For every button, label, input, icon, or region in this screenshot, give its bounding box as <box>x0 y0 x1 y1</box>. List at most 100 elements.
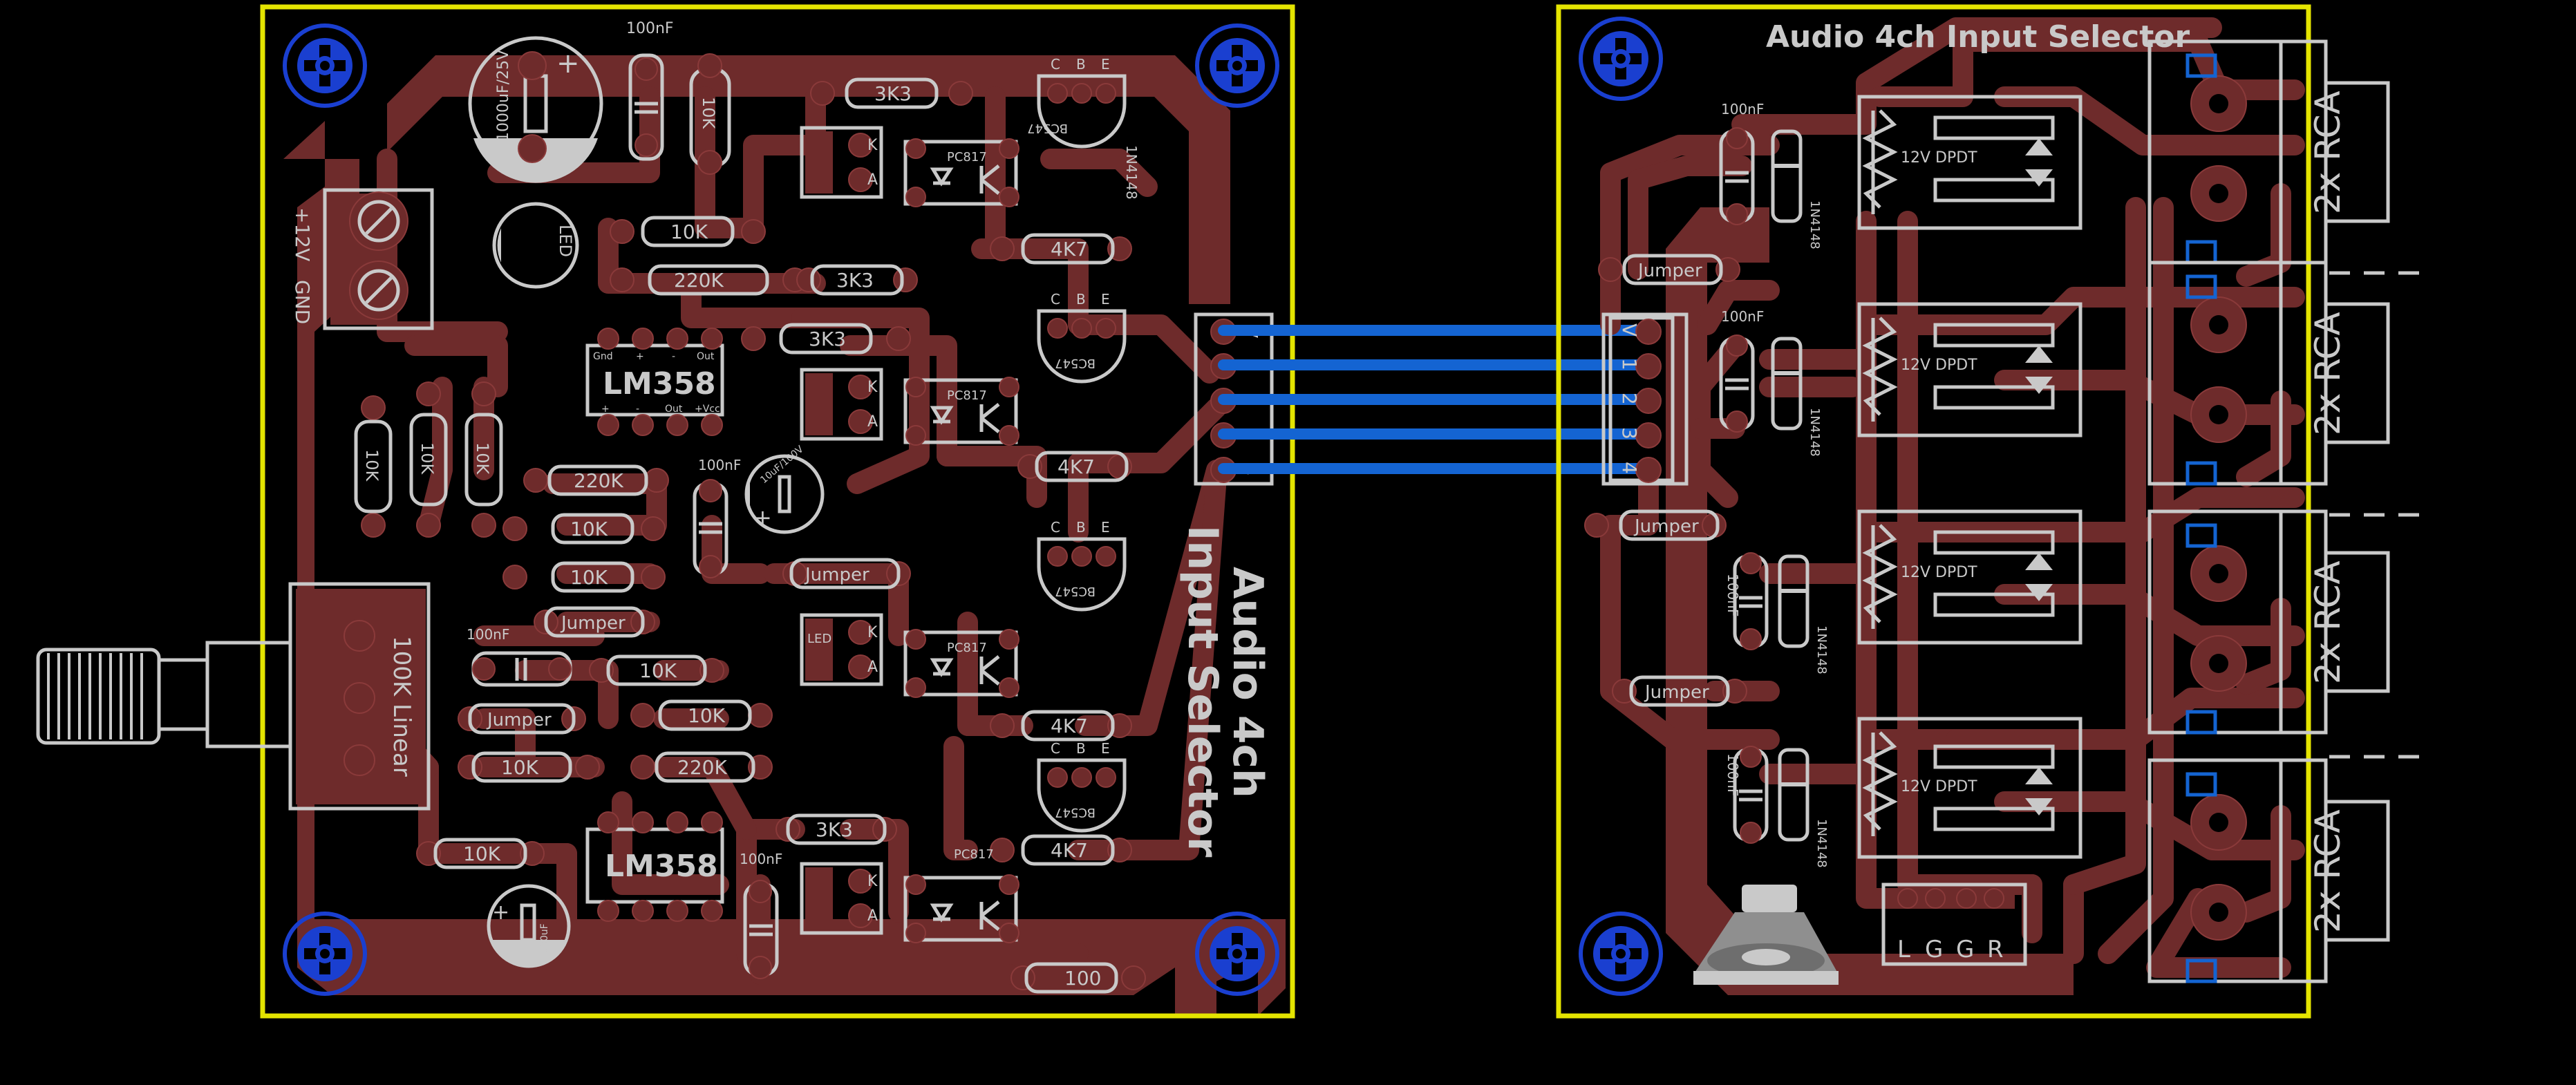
transistor-pin-label: E <box>1101 519 1110 536</box>
capacitor-horizontal: 100nF <box>467 626 572 687</box>
rca-jack: 2x RCA <box>2147 39 2390 265</box>
mount-hole-icon <box>1195 912 1279 996</box>
mount-hole-icon <box>283 912 367 996</box>
opto-pin-label: A <box>867 171 878 189</box>
left-ground-pour-2 <box>387 55 1230 304</box>
transistor-pin-label: B <box>1076 291 1086 308</box>
ic-pin-label: Out <box>697 351 715 362</box>
resistor-label: 10K <box>473 442 492 475</box>
led: LED <box>492 202 579 289</box>
jumper: Jumper <box>1584 509 1727 541</box>
resistor: 3K3 <box>796 264 918 296</box>
rca-label: 2x RCA <box>2308 809 2348 933</box>
mount-hole-icon <box>283 23 367 108</box>
resistor-label: 3K3 <box>836 269 874 292</box>
optocoupler-group: K A PC817 K A PC817 <box>800 126 1019 943</box>
resistor-label: 4K7 <box>1051 238 1088 261</box>
transistor-pin-label: C <box>1051 519 1060 536</box>
transistor-pin-label: C <box>1051 291 1060 308</box>
right-mount-holes <box>1579 17 1663 996</box>
capacitor-top: 100nF <box>626 20 674 161</box>
relay-label: 12V DPDT <box>1901 149 1977 167</box>
diode-label: 1N4148 <box>1814 819 1829 868</box>
cap-label: 100nF <box>467 626 509 643</box>
rca-label: 2x RCA <box>2308 560 2348 684</box>
cap-label: 100nF <box>1724 574 1741 616</box>
relay-block: 100nF 1N4148 12V DPDT <box>1719 302 2083 457</box>
opto-label: PC817 <box>947 641 987 655</box>
transistor: C B E BC547 <box>1037 291 1127 384</box>
opto-pin-label: A <box>867 659 878 676</box>
ic2-label: LM358 <box>605 849 718 884</box>
ic-pin-label: +Vcc <box>695 404 720 415</box>
relay-block: 100nF 1N4148 12V DPDT <box>1719 95 2083 249</box>
led-label: LED <box>556 225 575 257</box>
resistor: 100 <box>1010 962 1146 994</box>
resistor-vertical-top: 10K <box>689 53 731 175</box>
output-header: L G G R <box>1881 883 2027 966</box>
resistor-label: 10K <box>362 449 382 482</box>
cap-top-label: 100nF <box>626 20 674 37</box>
left-board-outline <box>260 4 1295 1019</box>
resistor-label: 10K <box>699 97 718 130</box>
rca-dividers <box>2329 271 2419 759</box>
resistor-label: 4K7 <box>1051 839 1088 862</box>
connector-pin-label: 2 <box>1618 393 1641 405</box>
resistor-vertical-group: 10K 10K 10K <box>354 381 503 538</box>
left-board: +12V GND + 1000uF/25V 100nF 10K <box>36 4 1295 1019</box>
transistor: C B E BC547 <box>1037 740 1127 833</box>
optocoupler: K A PC817 <box>800 368 1019 446</box>
diode-label: 1N4148 <box>1814 625 1829 674</box>
transistor-pin-label: E <box>1101 740 1110 757</box>
ic-pin-label: + <box>601 404 610 415</box>
jumper-label: Jumper <box>1637 261 1702 281</box>
right-board: Audio 4ch Input Selector V 1 2 3 4 Jumpe… <box>1556 4 2419 1019</box>
resistor-label: 10K <box>501 756 539 779</box>
opto-pin-label: K <box>867 873 878 890</box>
opto-pin-label: K <box>867 137 878 154</box>
jumper-label: Jumper <box>1633 516 1699 537</box>
transistor-label: BC547 <box>1055 356 1096 370</box>
resistor-label: 3K3 <box>816 818 853 841</box>
knob-ridges <box>47 653 143 739</box>
cap-label: 100nF <box>1724 753 1741 796</box>
output-pin-label: L <box>1897 936 1910 963</box>
relay-label: 12V DPDT <box>1901 357 1977 374</box>
jumper-label: Jumper <box>1644 682 1709 703</box>
led-label-small: LED <box>807 632 831 646</box>
opto-pin-label: A <box>867 907 878 925</box>
left-title-line1: Audio 4ch <box>1223 567 1272 798</box>
transistor-pin-label: C <box>1051 740 1060 757</box>
resistor-label: 10K <box>463 842 501 865</box>
cap-10u-label: 10uF/100V <box>758 444 806 486</box>
resistor-label: 10K <box>570 566 608 589</box>
capacitor-vertical: 100nF <box>693 457 741 578</box>
diode-label: 1N4148 <box>1123 145 1140 200</box>
resistor-label: 220K <box>677 756 727 779</box>
jumper: Jumper <box>458 703 586 735</box>
opto-label: PC817 <box>947 388 987 403</box>
output-pin-label: G <box>1956 936 1974 963</box>
relay-label: 12V DPDT <box>1901 564 1977 581</box>
resistor: 3K3 <box>775 813 897 845</box>
opto-pin-label: A <box>867 413 878 431</box>
svg-text:+: + <box>492 900 509 925</box>
right-ground-pour <box>1666 207 2074 995</box>
rca-jack: 2x RCA <box>2147 509 2390 735</box>
resistor: 220K <box>630 751 773 783</box>
power-gnd-label: GND <box>291 280 314 324</box>
ic-pin-label: Out <box>665 404 683 415</box>
ribbon-wires <box>1218 325 1654 474</box>
opto-pin-label: K <box>867 379 878 396</box>
jumper-label: Jumper <box>486 710 552 730</box>
potentiometer: 100K Linear <box>36 582 431 811</box>
left-ground-pour <box>283 121 1286 1016</box>
resistor-label: 10K <box>670 220 708 243</box>
rca-jack: 2x RCA <box>2147 261 2390 486</box>
resistor-label: 10K <box>688 704 726 727</box>
electrolytic-capacitor-big: + 1000uF/25V <box>468 36 603 183</box>
electrolytic-capacitor-small: + 10uF/100V <box>744 444 825 534</box>
ic1-label: LM358 <box>603 366 716 402</box>
transistor-pin-label: B <box>1076 519 1086 536</box>
